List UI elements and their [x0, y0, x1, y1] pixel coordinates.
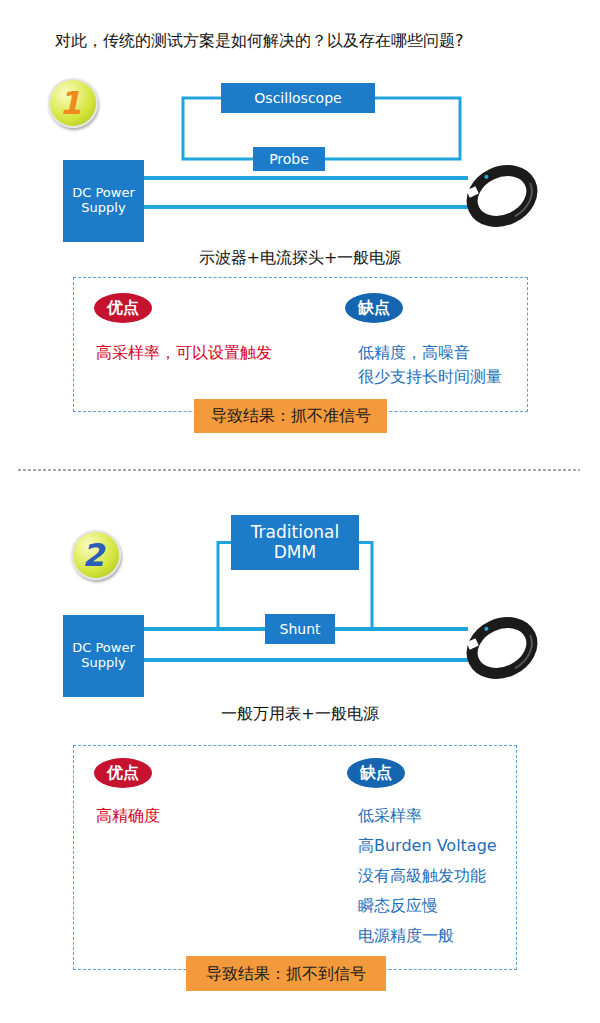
node-label: Traditional DMM	[231, 523, 359, 562]
title: 对此，传统的测试方案是如何解决的？以及存在哪些问题?	[55, 31, 464, 52]
result-box: 导致结果：抓不到信号	[186, 956, 386, 991]
list-item: 高精确度	[96, 805, 160, 827]
list-item: 很少支持长时间测量	[358, 366, 502, 388]
step-badge: 2	[71, 530, 121, 580]
node-label: 2	[85, 536, 107, 574]
instrument-box: Oscilloscope	[221, 83, 375, 113]
step-badge: 1	[48, 78, 98, 128]
list-item: 低精度，高噪音	[358, 342, 470, 364]
wristband	[463, 611, 540, 683]
probe-box: Probe	[253, 147, 325, 171]
node-label: Probe	[269, 151, 309, 167]
pros-badge: 优点	[94, 758, 152, 788]
cons-badge: 缺点	[345, 293, 403, 323]
wire	[140, 205, 468, 209]
result-box: 导致结果：抓不准信号	[194, 399, 387, 433]
node-label: 缺点	[358, 297, 390, 319]
shunt-box: Shunt	[265, 614, 335, 644]
wire	[140, 658, 468, 662]
node-label: 优点	[107, 762, 139, 784]
wire-connector	[144, 627, 265, 631]
list-item: 高采样率，可以设置触发	[96, 342, 272, 364]
caption: 示波器+电流探头+一般电源	[0, 248, 600, 269]
pros-cons-panel: 高精确度 低采样率高Burden Voltage 没有高級触发功能瞬态反应慢电源精度…	[73, 745, 517, 970]
node-label: DC Power Supply	[63, 186, 144, 216]
pros-cons-panel: 高采样率，可以设置触发低精度，高噪音很少支持长时间测量优点缺点导致结果：抓不准信…	[73, 277, 528, 412]
separator	[18, 470, 580, 471]
node-label: 导致结果：抓不到信号	[206, 963, 366, 985]
instrument-box: Traditional DMM	[231, 515, 359, 570]
node-label: Oscilloscope	[254, 90, 341, 106]
node-label: DC Power Supply	[63, 641, 144, 671]
node-label: 导致结果：抓不准信号	[211, 405, 371, 427]
power-supply-box: DC Power Supply	[63, 160, 144, 242]
wire	[140, 176, 468, 180]
list-item: 电源精度一般	[358, 925, 454, 947]
node-label: 优点	[107, 297, 139, 319]
wristband	[463, 159, 540, 231]
cons-badge: 缺点	[347, 758, 405, 788]
caption: 一般万用表+一般电源	[0, 704, 600, 725]
power-supply-box: DC Power Supply	[63, 615, 144, 697]
node-label: 缺点	[360, 762, 392, 784]
list-item: 没有高級触发功能	[358, 865, 486, 887]
node-label: 1	[62, 84, 84, 122]
list-item: 瞬态反应慢	[358, 895, 438, 917]
pros-badge: 优点	[94, 293, 152, 323]
list-item: 低采样率	[358, 805, 422, 827]
list-item: 高Burden Voltage	[358, 835, 497, 857]
node-label: Shunt	[280, 621, 321, 637]
